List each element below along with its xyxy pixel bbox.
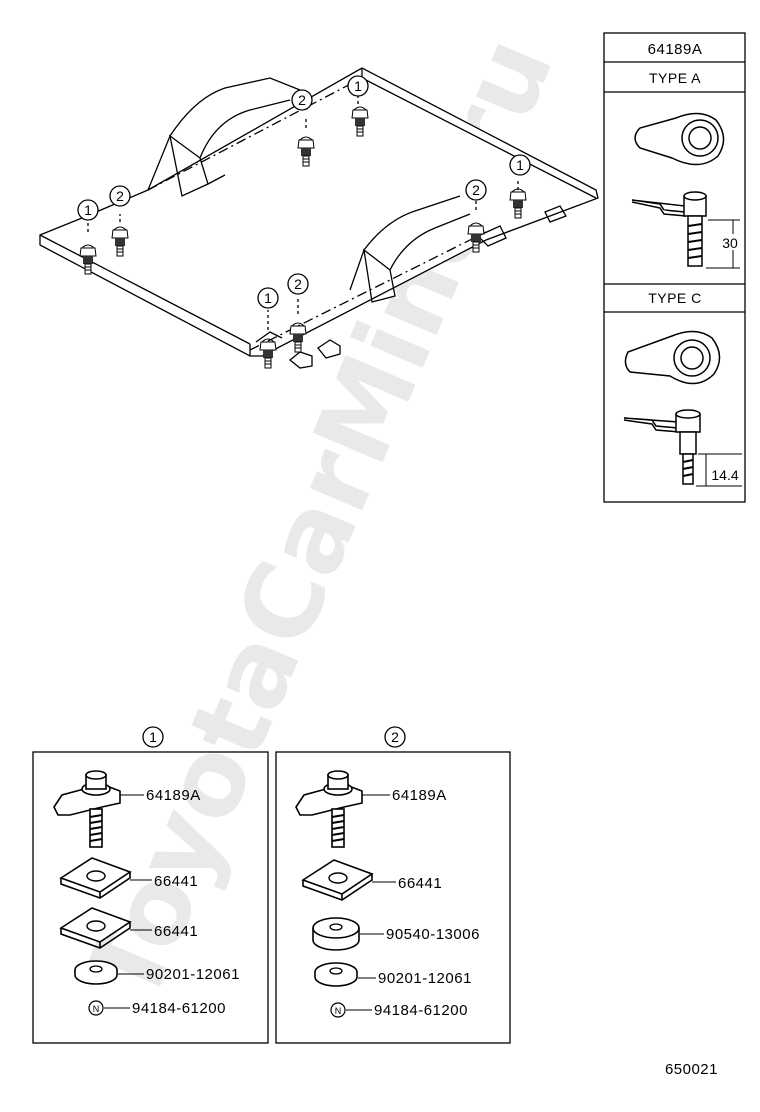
svg-text:1: 1 xyxy=(84,202,92,218)
a1-part-3: 66441 xyxy=(154,923,198,940)
callout-2-b: 2 xyxy=(291,89,313,111)
callout-2-d: 2 xyxy=(287,273,309,295)
type-a-label: TYPE A xyxy=(649,70,701,86)
svg-text:2: 2 xyxy=(472,182,480,198)
a2-nut-symbol: N xyxy=(335,1006,342,1016)
type-a-top-view xyxy=(634,112,725,166)
a1-part-5: 94184-61200 xyxy=(132,1000,226,1017)
a1-part-2: 66441 xyxy=(154,873,198,890)
assembly-2: 2 64189A 66441 90540-13006 90201-12061 N… xyxy=(275,726,511,1044)
assembly-1: 1 64189A 66441 66441 90201-12061 N 94184… xyxy=(32,726,269,1044)
a2-part-2: 66441 xyxy=(398,875,442,892)
svg-text:2: 2 xyxy=(298,92,306,108)
callout-2-a: 2 xyxy=(109,185,131,207)
a1-part-4: 90201-12061 xyxy=(146,966,240,983)
callout-1-d: 1 xyxy=(257,287,279,309)
a1-nut-symbol: N xyxy=(93,1004,100,1014)
type-c-label: TYPE C xyxy=(648,290,702,306)
a2-part-4: 90201-12061 xyxy=(378,970,472,987)
type-a-dimension: 30 xyxy=(722,235,738,251)
callout-1-c: 1 xyxy=(509,154,531,176)
type-c-side-view xyxy=(623,409,742,487)
inset-part-number: 64189A xyxy=(648,41,703,58)
assembly-2-callout: 2 xyxy=(391,729,399,745)
svg-text:2: 2 xyxy=(294,276,302,292)
callout-1-b: 1 xyxy=(347,75,369,97)
callout-1-a: 1 xyxy=(77,199,99,221)
type-a-side-view xyxy=(631,191,740,269)
engine-under-pan-illustration xyxy=(39,67,599,369)
svg-text:1: 1 xyxy=(354,78,362,94)
type-c-top-view xyxy=(624,330,721,385)
drawing-number: 650021 xyxy=(665,1061,718,1078)
pan-callouts: 1 2 2 1 2 1 1 2 xyxy=(77,75,531,309)
svg-text:2: 2 xyxy=(116,188,124,204)
assembly-1-callout: 1 xyxy=(149,729,157,745)
a2-part-1: 64189A xyxy=(392,787,447,804)
callout-2-c: 2 xyxy=(465,179,487,201)
svg-text:1: 1 xyxy=(264,290,272,306)
type-inset-box: 64189A TYPE A TYPE C 30 xyxy=(603,32,746,503)
a2-part-5: 94184-61200 xyxy=(374,1002,468,1019)
svg-text:1: 1 xyxy=(516,157,524,173)
a1-part-1: 64189A xyxy=(146,787,201,804)
a2-part-3: 90540-13006 xyxy=(386,926,480,943)
type-c-dimension: 14.4 xyxy=(711,467,738,483)
